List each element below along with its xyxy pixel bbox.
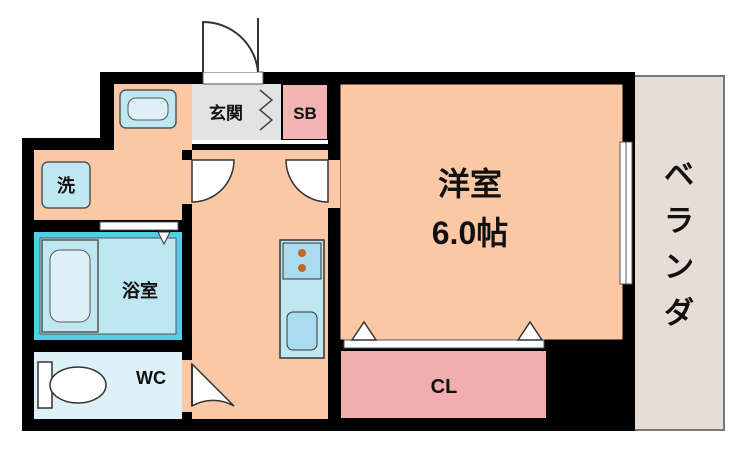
shoe-box-label: SB [293,104,317,123]
closet-area [339,349,548,420]
entrance-fold-door [258,89,274,131]
toilet-label: WC [136,368,166,388]
closet-label: CL [431,376,458,398]
western-room-size: 6.0帖 [432,215,509,251]
veranda-label: ベランダ [664,159,694,330]
veranda-label-char: ベ [664,159,694,192]
closet-door-track [343,339,545,349]
entrance-sill [192,140,328,144]
washroom-door-gap [182,160,192,204]
western-room-name: 洋室 [438,166,502,202]
kitchen-sink [286,311,318,351]
veranda-label-char: ダ [664,296,694,330]
veranda-label-char: ン [664,251,694,284]
wash-basin-bowl [127,97,169,121]
bathroom-door-marker [157,231,171,246]
bathroom-label: 浴室 [122,280,158,301]
washer-label: 洗 [57,175,75,196]
stove [282,242,322,280]
front-door-swing [202,20,259,73]
entrance-floor [192,84,282,140]
veranda-label-char: ラ [664,205,694,238]
room-door-swing [285,159,329,203]
entrance-step [192,140,328,150]
entrance-label: 玄関 [209,103,243,123]
veranda-area [631,75,725,431]
stove-burner-1 [298,249,306,257]
bathtub-inner [49,249,91,323]
western-room-floor [339,83,624,341]
washer-box [41,161,91,209]
closet-door-arrow-right [516,320,544,341]
bathroom-door-gap [99,221,179,231]
stove-burner-2 [298,264,306,272]
washroom-door-swing [191,159,235,203]
front-door-gap [202,71,264,85]
wc-door-gap [182,360,192,412]
wc-divider [34,340,182,352]
toilet-bowl [49,366,107,404]
room-door-gap [328,160,340,208]
shoe-box [281,83,329,141]
closet-door-arrow-left [350,320,378,341]
